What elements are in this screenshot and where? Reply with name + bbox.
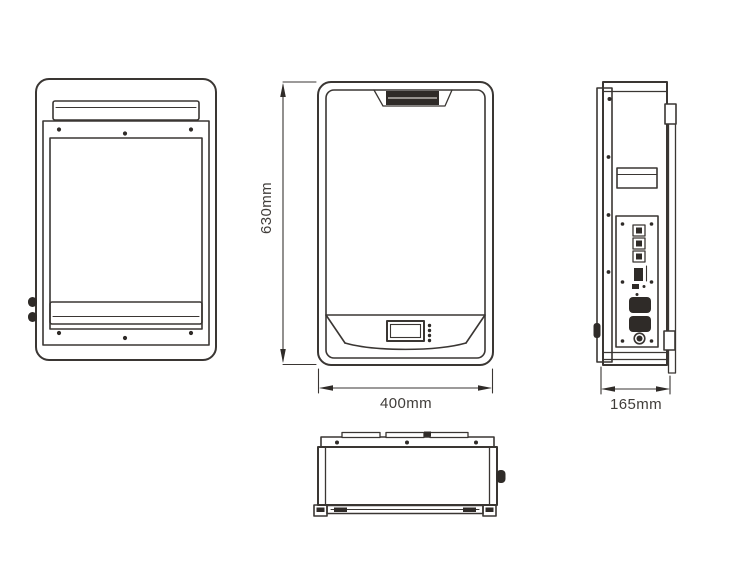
dimension-depth: 165mm [600,366,671,413]
depth-dimension-label: 165mm [610,396,662,413]
terminal-block-cell [632,224,646,237]
side-hook-knob [28,297,37,307]
screw-dot [620,339,625,343]
screw-dot [56,330,62,336]
arrowhead-down [280,349,286,363]
arrowhead-up [280,83,286,97]
screw-dot [607,97,612,101]
terminal-contact [636,240,642,247]
screw-dot [56,127,62,132]
screw-dot [606,270,611,274]
wall-bracket-strip [596,87,613,363]
screw-dot [188,127,194,132]
led-indicator [427,338,432,343]
screw-dot [649,222,654,226]
height-dimension-label: 630mm [258,182,275,234]
screw-dot [474,440,478,445]
width-dimension-label: 400mm [380,395,432,412]
connector-panel [615,215,659,348]
led-indicator [427,323,432,328]
arrowhead-right [656,386,670,392]
screw-dot [405,440,409,445]
round-connector-ring [633,332,646,345]
indicator-dot [635,293,639,296]
chin-bottom-curve [344,342,467,351]
terminal-contact [636,227,642,234]
back-panel-recess [49,137,203,330]
wall-rail-bottom [49,301,203,325]
rail-center-nub [424,431,431,437]
screw-dot [620,222,625,226]
rail-tab [341,431,381,439]
screw-dot [649,280,654,284]
foot-pad [316,507,325,512]
handle-recess [373,89,453,107]
rail-tab [385,431,425,439]
arrowhead-left [601,386,615,392]
side-hook-knob [28,312,37,322]
wall-rail-top [52,100,200,121]
vent-strip [326,504,484,515]
side-body [602,81,668,366]
round-connector [636,335,643,342]
chin-right-edge [465,314,486,344]
screw-dot [606,213,611,217]
spec-label [616,167,658,189]
front-view [317,81,494,366]
screw-dot [649,339,654,343]
bottom-case [317,446,498,506]
side-hook-knob [593,323,601,338]
display-screen-inner [389,323,422,339]
screw-dot [122,335,128,341]
back-panel [42,120,210,346]
front-outer-case [317,81,494,366]
back-view [28,78,217,361]
front-bezel [325,89,486,359]
arrowhead-right [478,385,492,391]
terminal-block-cell [632,250,646,263]
display-screen [386,320,425,342]
screw-dot [188,330,194,336]
comm-port [634,268,643,281]
arrowhead-left [319,385,333,391]
led-indicator [427,333,432,338]
screw-dot [335,440,339,445]
terminal-contact [636,253,642,260]
foot-pad [485,507,494,512]
dimension-height: 630mm [258,81,317,366]
bottom-view [313,431,506,517]
screw-dot [620,280,625,284]
foot-pad [334,507,347,512]
dip-switch [632,284,639,289]
rail-tab [429,431,469,439]
mounting-clip-bottom [663,330,676,351]
dimension-width: 400mm [317,368,494,412]
chin-left-edge [325,314,346,344]
foot-pad [463,507,476,512]
back-outer-case [35,78,217,361]
screw-dot [606,155,611,159]
led-indicator [427,328,432,333]
side-view [593,81,677,374]
terminal-block-cell [632,237,646,250]
power-connector [629,316,651,332]
side-hook-knob [496,470,506,483]
power-connector [629,297,651,313]
screw-dot [122,131,128,136]
mounting-clip-top [664,103,677,125]
indicator-dot [642,285,646,288]
